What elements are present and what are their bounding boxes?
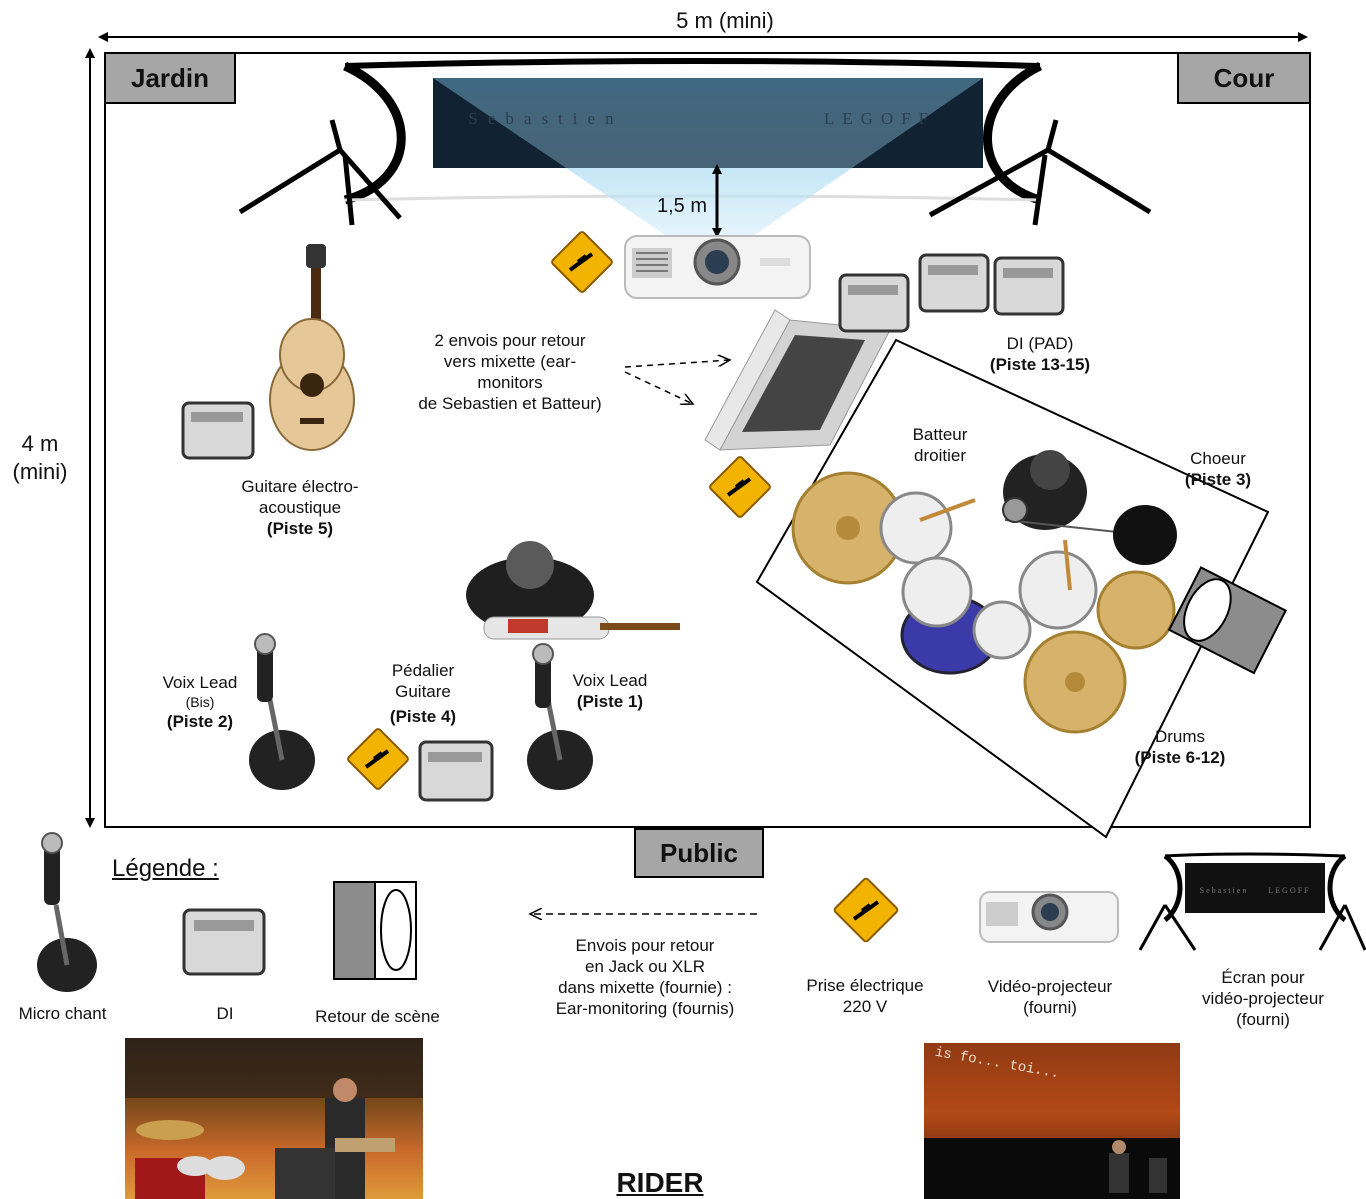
- di-pad-name: DI (PAD): [1006, 334, 1074, 353]
- choeur-track: (Piste 3): [1184, 470, 1252, 489]
- di-box-pad-1: [838, 273, 910, 333]
- legend-sends-line1: Envois pour retour: [575, 936, 715, 955]
- legend-monitor-icon: [333, 881, 417, 980]
- legend-screen-line3: (fourni): [1236, 1010, 1290, 1029]
- laptop-icon: [704, 309, 891, 451]
- height-label-line2: (mini): [12, 459, 68, 484]
- screen-stand-left: [238, 119, 402, 226]
- guitar-line1: Guitare électro-: [241, 477, 359, 496]
- footer-title: RIDER: [616, 1167, 704, 1198]
- legend-sends-line2: en Jack ou XLR: [584, 957, 705, 976]
- width-label: 5 m (mini): [676, 8, 774, 33]
- guitar-track: (Piste 5): [266, 519, 334, 538]
- di-box-pedal: [418, 740, 494, 802]
- drums-name: Drums: [1154, 727, 1206, 746]
- voice-bis-label: Voix Lead (Bis) (Piste 2): [145, 672, 255, 732]
- legend-projector-icon: [979, 891, 1119, 943]
- height-label-line1: 4 m: [21, 431, 59, 456]
- power-plug-icon-pedal: [347, 728, 409, 790]
- choeur-name: Choeur: [1190, 449, 1246, 468]
- screen-stand-right: [928, 119, 1152, 226]
- returns-note-line1: 2 envois pour retour: [434, 331, 586, 350]
- drums-track: (Piste 6-12): [1134, 748, 1226, 767]
- stage-monitor-icon: [1167, 566, 1288, 675]
- corner-cour: Cour: [1177, 52, 1311, 104]
- returns-note-line3: monitors: [477, 373, 543, 392]
- drums-label: Drums (Piste 6-12): [1110, 726, 1250, 768]
- di-pad-track: (Piste 13-15): [989, 355, 1091, 374]
- send-arrow-2: [624, 371, 693, 404]
- legend-screen-line2: vidéo-projecteur: [1202, 989, 1324, 1008]
- pedal-line2: Guitare: [395, 682, 451, 701]
- legend-sends-line3: dans mixette (fournie) :: [558, 978, 732, 997]
- legend-di-icon: [182, 908, 266, 976]
- acoustic-guitar-icon: [269, 244, 355, 451]
- concert-photo-left: [125, 1038, 423, 1199]
- choeur-label: Choeur (Piste 3): [1168, 448, 1268, 490]
- concert-photo-right: is fo... toi...: [924, 1043, 1180, 1199]
- corner-public: Public: [634, 828, 764, 878]
- screen-logo-right-text: LEGOFF: [823, 109, 937, 128]
- legend-di-label: DI: [216, 1004, 234, 1023]
- drummer-line2: droitier: [914, 446, 966, 465]
- di-box-pad-2: [918, 253, 990, 313]
- voice-bis-track: (Piste 2): [166, 712, 234, 731]
- legend-projector-label: Vidéo-projecteur (fourni): [965, 976, 1135, 1018]
- pedal-line1: Pédalier: [391, 661, 455, 680]
- microphone-bis: [249, 633, 315, 790]
- di-box-pad-3: [993, 256, 1065, 316]
- legend-screen-logo-right: LEGOFF: [1268, 886, 1311, 895]
- voice-bis-bis: (Bis): [185, 694, 215, 710]
- drummer-line1: Batteur: [912, 425, 968, 444]
- legend-screen-line1: Écran pour: [1221, 968, 1305, 987]
- returns-note: 2 envois pour retour vers mixette (ear- …: [385, 330, 635, 414]
- legend-projector-line2: (fourni): [1023, 998, 1077, 1017]
- legend-sends-label: Envois pour retour en Jack ou XLR dans m…: [525, 935, 765, 1019]
- legend-monitor-label: Retour de scène: [315, 1007, 440, 1026]
- guitar-line2: acoustique: [258, 498, 342, 517]
- voice-lead-label: Voix Lead (Piste 1): [555, 670, 665, 712]
- drummer-label: Batteur droitier: [890, 424, 990, 466]
- pedal-track: (Piste 4): [389, 707, 457, 726]
- screen-distance-label: 1,5 m: [656, 195, 708, 217]
- microphone-lead: [527, 643, 593, 790]
- power-plug-icon-projector: [551, 231, 613, 293]
- legend-projector-line1: Vidéo-projecteur: [987, 977, 1113, 996]
- legend-plug-icon: [833, 877, 899, 943]
- legend-micro-label: Micro chant: [18, 1004, 107, 1023]
- legend-title: Légende :: [112, 855, 219, 882]
- legend-screen-icon: [1138, 852, 1366, 951]
- legend-sends-line4: Ear-monitoring (fournis): [555, 999, 735, 1018]
- projector-icon: [624, 235, 811, 299]
- corner-jardin: Jardin: [104, 52, 236, 104]
- drum-kit: [791, 450, 1177, 734]
- legend-plug-line1: Prise électrique: [806, 976, 924, 995]
- voice-lead-track: (Piste 1): [576, 692, 644, 711]
- di-pad-label: DI (PAD) (Piste 13-15): [970, 333, 1110, 375]
- returns-note-line2: vers mixette (ear-: [443, 352, 577, 371]
- guitarist-icon: [466, 541, 680, 640]
- legend-screen-logo-left: Sebastien: [1199, 886, 1249, 895]
- legend-plug-line2: 220 V: [842, 997, 888, 1016]
- screen-logo-left-text: Sebastien: [468, 109, 624, 128]
- stage-area: [104, 52, 1311, 828]
- height-label: 4 m (mini): [0, 430, 80, 486]
- legend-plug-label: Prise électrique 220 V: [790, 975, 940, 1017]
- returns-note-line4: de Sebastien et Batteur): [418, 394, 602, 413]
- legend-screen-label: Écran pour vidéo-projecteur (fourni): [1178, 967, 1348, 1030]
- di-box-guitar: [181, 401, 255, 460]
- legend-microphone-icon: [37, 832, 97, 992]
- voice-bis-name: Voix Lead: [162, 673, 238, 692]
- guitar-label: Guitare électro- acoustique (Piste 5): [215, 476, 385, 539]
- voice-lead-name: Voix Lead: [572, 671, 648, 690]
- power-plug-icon-laptop: [709, 456, 771, 518]
- pedal-label: Pédalier Guitare (Piste 4): [368, 660, 478, 727]
